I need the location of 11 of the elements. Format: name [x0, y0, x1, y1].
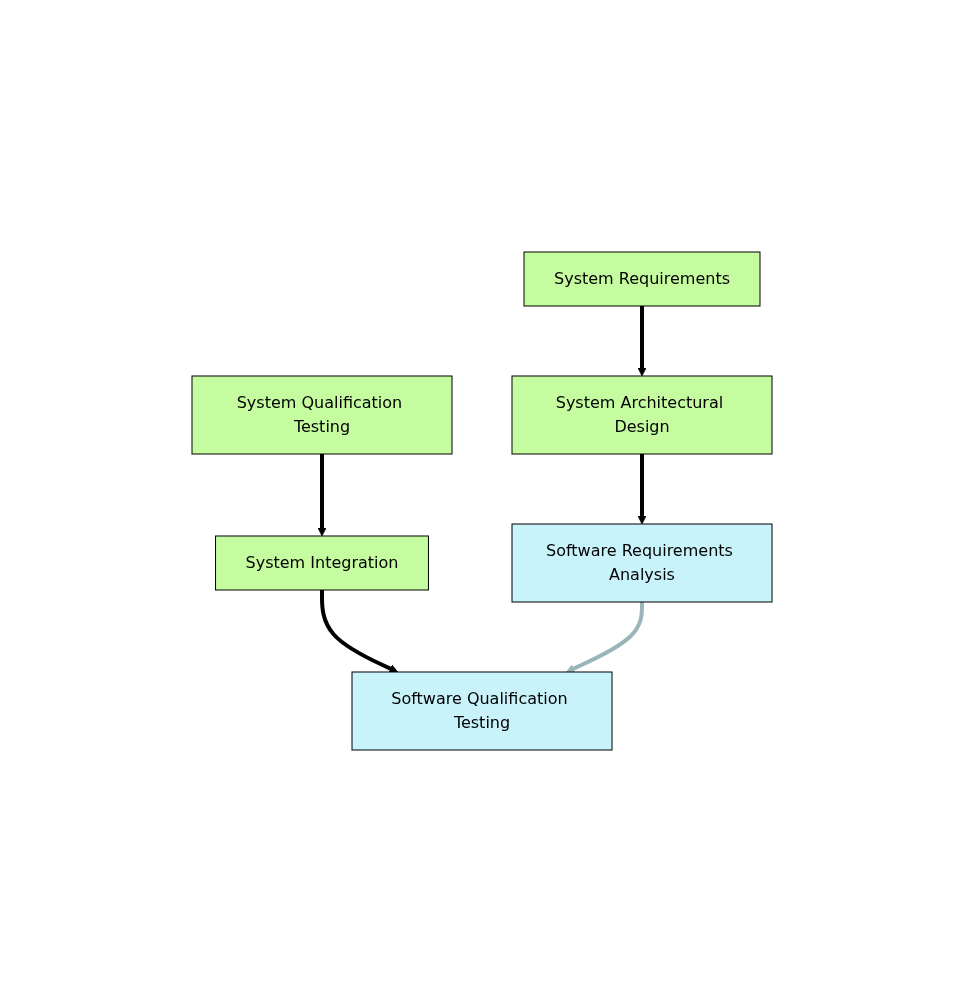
node-box: System Requirements [523, 251, 760, 307]
arrow [637, 306, 646, 377]
node-box: Software Requirements Analysis [511, 523, 772, 603]
arrow [317, 454, 326, 537]
arrow [637, 454, 646, 525]
node-box: System Qualification Testing [191, 375, 452, 455]
node-box: System Integration [214, 535, 429, 591]
node-box: System Architectural Design [511, 375, 772, 455]
arrow [565, 602, 644, 673]
arrow [319, 590, 398, 673]
node-box: Software Qualification Testing [351, 671, 612, 751]
